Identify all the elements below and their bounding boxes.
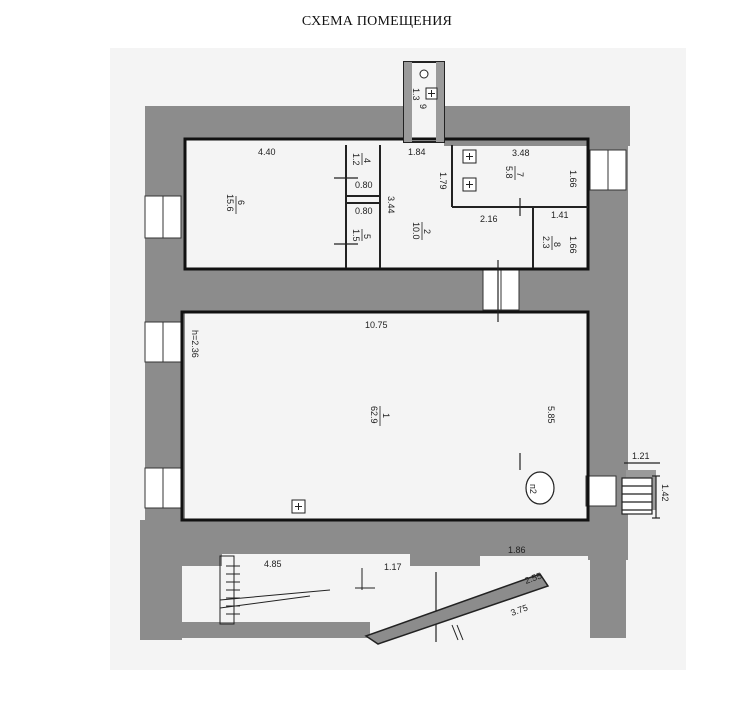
room-7-label: 7 5.8: [504, 166, 525, 180]
room-8-number: 8: [552, 242, 562, 247]
dim-485: 4.85: [264, 559, 282, 569]
room-5-label: 5 1.5: [351, 229, 372, 242]
dim-166a: 1.66: [568, 170, 578, 188]
marker-ellipse: [525, 471, 555, 505]
room-6-area: 15.6: [225, 194, 235, 212]
room-4-label: 4 1.2: [351, 153, 372, 166]
room-8-area: 2.3: [541, 236, 551, 249]
dim-344: 3.44: [386, 196, 396, 214]
room-1-label: 1 62.9: [369, 406, 391, 426]
room-1-area: 62.9: [369, 406, 379, 424]
room-9-area: 1.3: [411, 88, 421, 101]
dim-585: 5.85: [546, 406, 556, 424]
room-labels: 6 15.6 4 1.2 5 1.5 2 10.0 7 5.8: [225, 88, 562, 426]
dim-141: 1.41: [551, 210, 569, 220]
dim-117: 1.17: [384, 562, 402, 572]
dim-166b: 1.66: [568, 236, 578, 254]
dim-080b: 0.80: [355, 206, 373, 216]
stair-left: [219, 555, 375, 625]
dim-121: 1.21: [632, 451, 650, 461]
room-4-area: 1.2: [351, 153, 361, 166]
shaft-fill: [404, 62, 444, 142]
dim-186: 1.86: [508, 545, 526, 555]
room-5-number: 5: [362, 234, 372, 239]
room-2-label: 2 10.0: [411, 222, 432, 240]
room-2-area: 10.0: [411, 222, 421, 240]
door-marks: [334, 177, 521, 642]
room-9-number: 9: [418, 104, 428, 109]
room-6-label: 6 15.6: [225, 194, 246, 214]
room-5-area: 1.5: [351, 229, 361, 242]
walls: [140, 106, 656, 640]
windows: [144, 149, 627, 509]
room-4-number: 4: [362, 158, 372, 163]
room-1-number: 1: [381, 413, 391, 418]
socket-icons: [291, 69, 477, 514]
dim-179: 1.79: [438, 172, 448, 190]
room-2-number: 2: [422, 229, 432, 234]
stair-diagonal: [364, 573, 550, 645]
plan-title: СХЕМА ПОМЕЩЕНИЯ: [301, 14, 453, 29]
dim-216: 2.16: [480, 214, 498, 224]
marker-p2: п2: [528, 484, 538, 494]
exterior-steps: [621, 462, 660, 519]
room-7-number: 7: [515, 172, 525, 177]
dim-080a: 0.80: [355, 180, 373, 190]
room-6-number: 6: [236, 200, 246, 205]
room-outlines: [180, 137, 590, 522]
dim-142: 1.42: [660, 484, 670, 502]
dim-1075: 10.75: [365, 320, 388, 330]
dimension-labels: 4.40 1.84 3.48 1.66 1.79 0.80 0.80 3.44 …: [190, 147, 670, 618]
dim-184: 1.84: [408, 147, 426, 157]
room-9-label: 9 1.3: [411, 88, 428, 109]
dim-348: 3.48: [512, 148, 530, 158]
dim-440: 4.40: [258, 147, 276, 157]
room-8-label: 8 2.3: [541, 236, 562, 250]
room-7-area: 5.8: [504, 166, 514, 179]
dim-h236: h=2.36: [190, 330, 200, 358]
